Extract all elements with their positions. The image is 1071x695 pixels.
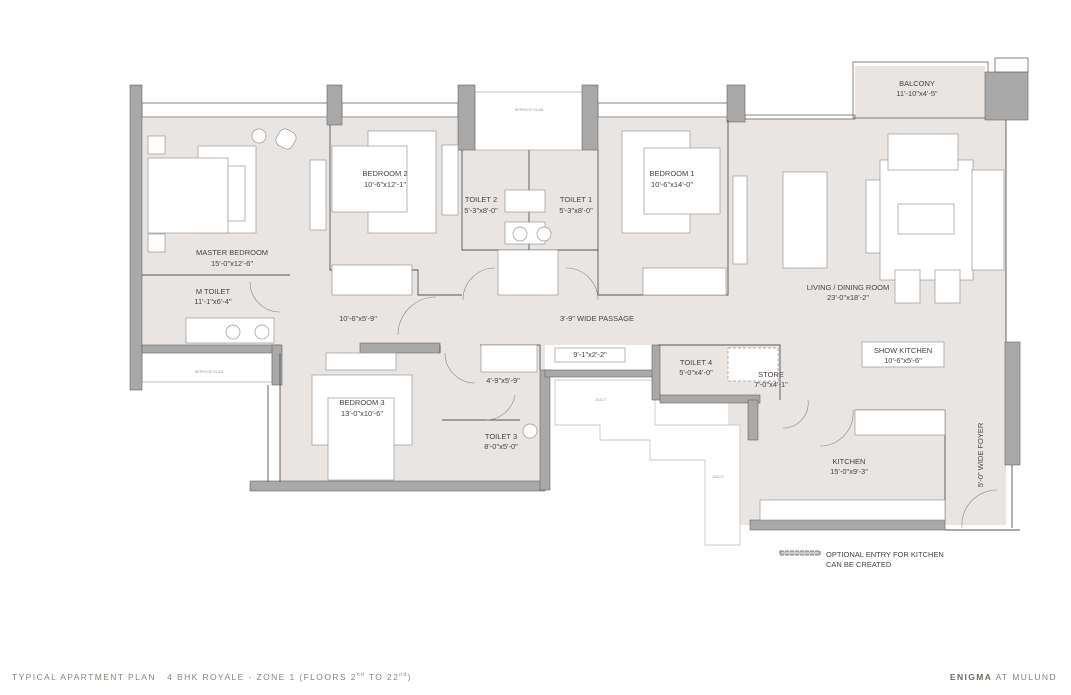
- caption-close: ): [407, 672, 412, 682]
- toilet3-lobby-size: 4'-9"x5'-9": [486, 376, 520, 385]
- show-kitchen-counter: [861, 341, 945, 368]
- duct-label: DUCT: [595, 397, 607, 402]
- sofa-side: [971, 169, 1005, 271]
- bedroom3-label: BEDROOM 3: [339, 398, 384, 407]
- console: [554, 347, 626, 363]
- dining-table: [782, 171, 828, 269]
- bedroom1-size: 10'-6"x14'-0": [651, 180, 693, 189]
- store-label: STORE: [758, 370, 784, 379]
- bedroom2-bed: [331, 145, 408, 213]
- floor-sup: nd: [399, 672, 408, 679]
- furniture: [147, 128, 1005, 521]
- bedroom1-bed: [643, 147, 721, 215]
- bedroom2-size: 10'-6"x12'-1": [364, 180, 406, 189]
- passage-label: 3'-9" WIDE PASSAGE: [560, 314, 634, 323]
- service-slab-label: SERVICE SLAB: [515, 107, 544, 112]
- legend: OPTIONAL ENTRY FOR KITCHEN CAN BE CREATE…: [779, 550, 944, 569]
- master-bedroom-size: 15'-0"x12'-6": [211, 259, 253, 268]
- legend-line2: CAN BE CREATED: [826, 560, 892, 569]
- sofa: [887, 133, 959, 171]
- kitchen-label: KITCHEN: [833, 457, 866, 466]
- bedroom3-bed: [327, 397, 395, 481]
- toilet3-size: 8'-0"x5'-0": [484, 442, 518, 451]
- brand-name: ENIGMA: [949, 672, 993, 682]
- store-size: 7'-0"x4'-1": [754, 380, 788, 389]
- foyer-label: 5'-0" WIDE FOYER: [976, 422, 985, 487]
- lobby-size: 10'-6"x5'-9": [339, 314, 377, 323]
- service-slab-label: SERVICE SLAB: [195, 369, 224, 374]
- balcony-label: BALCONY: [899, 79, 935, 88]
- living-label: LIVING / DINING ROOM: [807, 283, 890, 292]
- windows: [141, 61, 989, 120]
- floor-sup: nd: [356, 672, 366, 679]
- plan-title: TYPICAL APARTMENT PLAN: [12, 672, 156, 682]
- living-size: 23'-0"x18'-2": [827, 293, 869, 302]
- duct-label: DUCT: [712, 474, 724, 479]
- legend-line1: OPTIONAL ENTRY FOR KITCHEN: [826, 550, 944, 559]
- toilet2-label: TOILET 2: [465, 195, 497, 204]
- balcony-size: 11'-10"x4'-5": [896, 89, 938, 98]
- toilet3-label: TOILET 3: [485, 432, 517, 441]
- toilet4-label: TOILET 4: [680, 358, 712, 367]
- room-labels: MASTER BEDROOM 15'-0"x12'-6" M TOILET 11…: [194, 79, 985, 487]
- bedroom2-label: BEDROOM 2: [362, 169, 407, 178]
- walls: [129, 57, 1029, 531]
- brand: ENIGMA AT MULUND: [950, 672, 1057, 682]
- toilet1-label: TOILET 1: [560, 195, 592, 204]
- floor-to: TO 22: [365, 672, 400, 682]
- m-toilet-size: 11'-1"x6'-4": [194, 297, 232, 306]
- optional-entry-symbol: [779, 550, 821, 556]
- toilet1-size: 5'-3"x8'-0": [559, 206, 593, 215]
- plan-type: 4 BHK ROYALE - ZONE 1 (FLOORS 2: [167, 672, 357, 682]
- bedroom3-size: 13'-0"x10'-6": [341, 409, 383, 418]
- toilet4-size: 5'-0"x4'-0": [679, 368, 713, 377]
- master-bed: [147, 157, 229, 234]
- toilet2-size: 5'-3"x8'-0": [464, 206, 498, 215]
- kitchen-size: 15'-0"x9'-3": [830, 467, 868, 476]
- bedroom1-label: BEDROOM 1: [649, 169, 694, 178]
- console-size: 9'-1"x2'-2": [573, 350, 607, 359]
- show-kitchen-size: 10'-6"x5'-6": [884, 356, 922, 365]
- master-bedroom-label: MASTER BEDROOM: [196, 248, 268, 257]
- plan-caption: TYPICAL APARTMENT PLAN 4 BHK ROYALE - ZO…: [12, 672, 412, 682]
- show-kitchen-label: SHOW KITCHEN: [874, 346, 932, 355]
- m-toilet-label: M TOILET: [196, 287, 231, 296]
- brand-location: AT MULUND: [995, 672, 1057, 682]
- side-table: [147, 135, 166, 155]
